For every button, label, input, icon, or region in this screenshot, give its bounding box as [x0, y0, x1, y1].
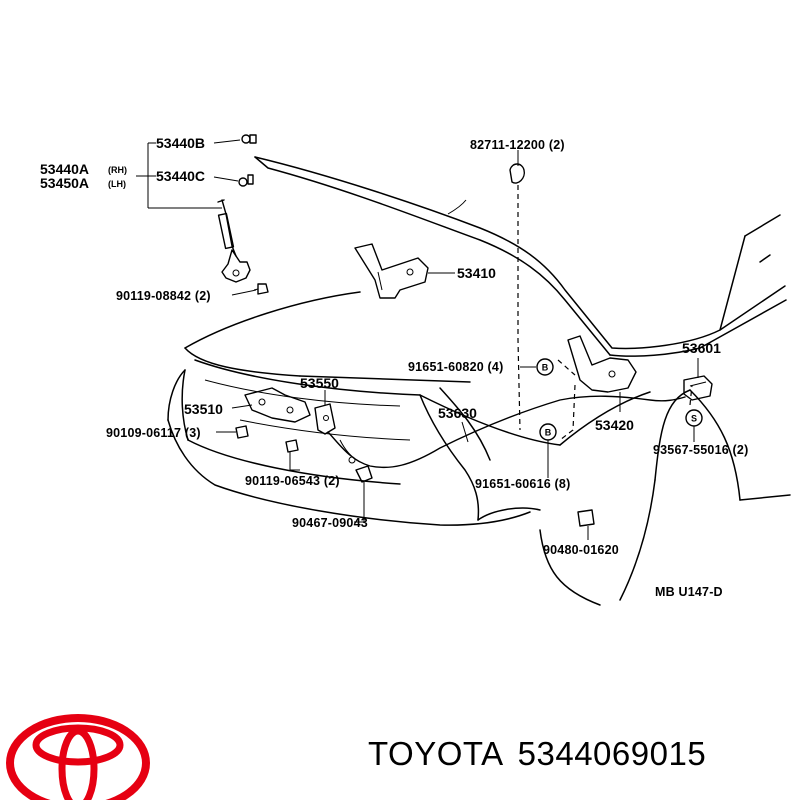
brand-name: TOYOTA	[368, 735, 504, 772]
label-53410: 53410	[457, 265, 496, 281]
hood-support-rod	[217, 199, 251, 283]
release-cable-53630	[327, 395, 686, 469]
label-82711-12200: 82711-12200 (2)	[470, 138, 565, 152]
bolt-90119-08842	[253, 283, 269, 295]
label-90119-06543: 90119-06543 (2)	[245, 474, 340, 488]
svg-text:S: S	[691, 414, 697, 424]
leader-lines	[136, 139, 699, 540]
label-53440a: 53440A	[40, 161, 89, 177]
bolt-53440b	[241, 134, 257, 144]
label-rh: (RH)	[108, 165, 127, 175]
label-90467-09043: 90467-09043	[292, 516, 368, 530]
label-53450a: 53450A	[40, 175, 89, 191]
label-lh: (LH)	[108, 179, 126, 189]
handle-53601	[683, 375, 713, 401]
label-90109-06117: 90109-06117 (3)	[106, 426, 201, 440]
svg-text:B: B	[542, 363, 549, 373]
clip-82711	[509, 163, 526, 184]
release-lever-53420	[567, 335, 637, 393]
hood-hinge-53410	[354, 243, 429, 299]
part-number: 5344069015	[517, 735, 707, 772]
mark-s: S	[685, 409, 703, 427]
label-53630: 53630	[438, 405, 477, 421]
label-90480-01620: 90480-01620	[543, 543, 619, 557]
bolt-90109-06117	[235, 425, 249, 439]
label-93567-55016: 93567-55016 (2)	[653, 443, 748, 457]
striker-53550	[314, 403, 336, 435]
label-53440b: 53440B	[156, 135, 205, 151]
label-53601: 53601	[682, 340, 721, 356]
bolt-90119-06543	[285, 439, 299, 453]
clamp-90467-09043	[348, 456, 373, 483]
footer-caption: TOYOTA 5344069015	[368, 735, 720, 773]
car-body-outline	[167, 156, 791, 606]
toyota-logo	[6, 714, 150, 805]
label-53420: 53420	[595, 417, 634, 433]
svg-text:B: B	[545, 428, 552, 438]
label-53550: 53550	[300, 375, 339, 391]
label-91651-60820: 91651-60820 (4)	[408, 360, 503, 374]
label-90119-08842: 90119-08842 (2)	[116, 289, 211, 303]
label-diagram-code: MB U147-D	[655, 585, 723, 599]
label-53510: 53510	[184, 401, 223, 417]
dashed-reference-lines	[517, 185, 693, 441]
label-53440c: 53440C	[156, 168, 205, 184]
clip-90480-01620	[577, 509, 595, 527]
hood-lock-53510	[244, 387, 311, 423]
mark-b-upper: B	[536, 358, 554, 376]
label-91651-60616: 91651-60616 (8)	[475, 477, 570, 491]
bolt-53440c	[238, 174, 254, 187]
mark-b-lower: B	[539, 423, 557, 441]
part-labels: 53440B 53440A (RH) 53450A (LH) 53440C 82…	[40, 135, 748, 599]
